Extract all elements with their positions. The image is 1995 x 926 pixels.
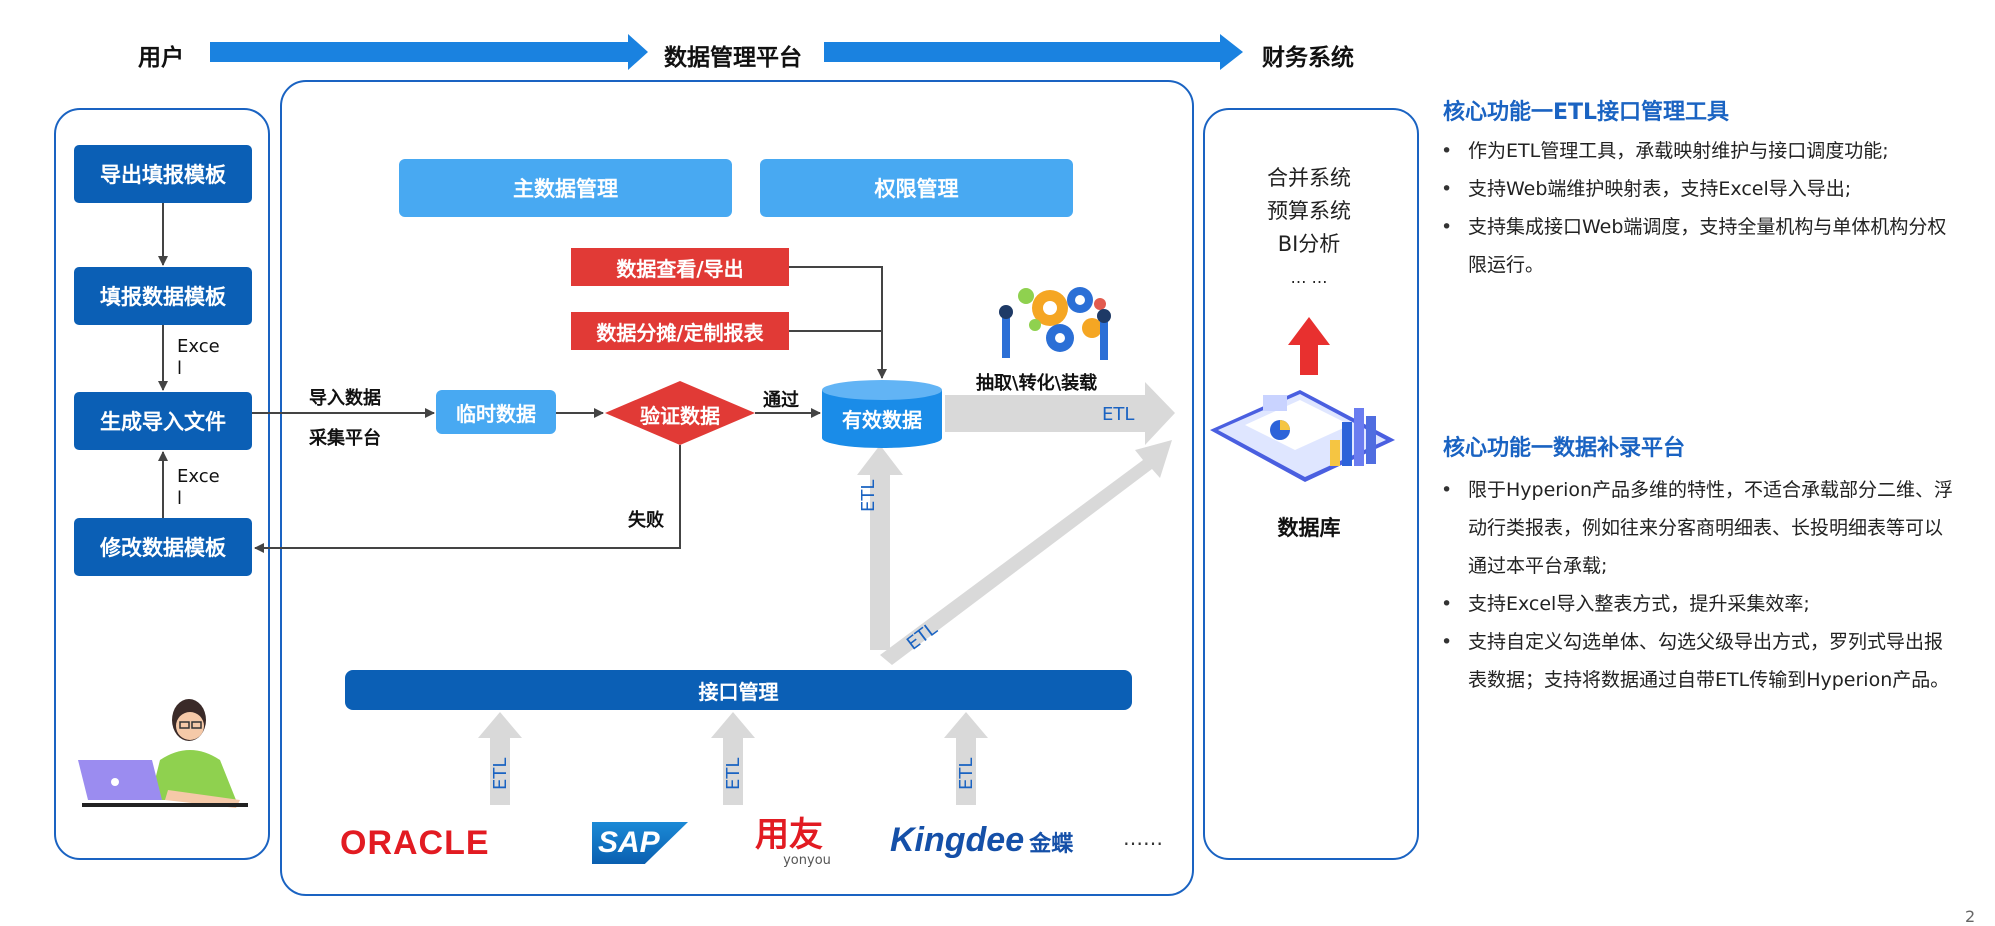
import-data-label: 导入数据 xyxy=(309,388,381,409)
system-more: … … xyxy=(1290,268,1328,287)
valid-data-cylinder xyxy=(822,380,942,448)
validate-diamond xyxy=(605,381,755,445)
step-generate-file[interactable]: 生成导入文件 xyxy=(74,392,252,450)
section2-bullet: 支持Excel导入整表方式，提升采集效率; xyxy=(1437,585,1957,623)
oracle-logo: ORACLE xyxy=(340,824,490,862)
arrow-view-to-valid xyxy=(789,266,887,379)
page-number: 2 xyxy=(1965,907,1976,926)
header-platform: 数据管理平台 xyxy=(664,45,802,71)
interface-management-bar[interactable]: 接口管理 xyxy=(345,670,1132,710)
kingdee-logo-cn: 金蝶 xyxy=(1029,832,1074,857)
etl-arrow-up xyxy=(857,445,903,650)
fail-label: 失败 xyxy=(628,510,664,531)
etl-label-right: ETL xyxy=(1102,404,1135,425)
extract-transform-load-label: 抽取\转化\装载 xyxy=(976,373,1098,394)
etl-gears-icon xyxy=(999,287,1111,360)
database-label: 数据库 xyxy=(1277,516,1341,540)
system-consolidation: 合并系统 xyxy=(1267,166,1351,190)
red-up-arrow-icon xyxy=(1288,317,1330,375)
system-bi: BI分析 xyxy=(1277,232,1341,256)
valid-data-label[interactable]: 有效数据 xyxy=(842,408,922,432)
finance-panel xyxy=(1203,108,1419,860)
view-export-button[interactable]: 数据查看/导出 xyxy=(571,248,789,286)
header-arrow-2 xyxy=(824,34,1243,70)
arrow-fail-to-modify xyxy=(254,445,681,553)
database-illustration-icon xyxy=(1210,390,1395,482)
sap-logo-text: SAP xyxy=(598,826,660,859)
pass-label: 通过 xyxy=(763,390,799,411)
yonyou-logo-cn: 用友 xyxy=(755,815,823,855)
permission-button[interactable]: 权限管理 xyxy=(760,159,1073,217)
header-finance: 财务系统 xyxy=(1262,45,1354,71)
step-modify-template[interactable]: 修改数据模板 xyxy=(74,518,252,576)
section2-title: 核心功能一数据补录平台 xyxy=(1443,436,1686,461)
section2-bullet: 支持自定义勾选单体、勾选父级导出方式，罗列式导出报表数据；支持将数据通过自带ET… xyxy=(1437,623,1957,699)
etl-arrow-right xyxy=(945,382,1175,445)
excel-label-2: Exce l xyxy=(177,466,220,509)
validate-label[interactable]: 验证数据 xyxy=(640,404,720,428)
header-arrow-1 xyxy=(210,34,648,70)
etl-arrow-diagonal xyxy=(880,440,1172,665)
step-export-template[interactable]: 导出填报模板 xyxy=(74,145,252,203)
more-logos-ellipsis: …… xyxy=(1123,826,1163,850)
header-user: 用户 xyxy=(138,45,184,71)
person-laptop-icon xyxy=(78,699,248,808)
master-data-button[interactable]: 主数据管理 xyxy=(399,159,732,217)
etl-arrow-source-3 xyxy=(944,712,988,805)
yonyou-logo-en: yonyou xyxy=(783,853,831,868)
collect-platform-label: 采集平台 xyxy=(309,428,381,449)
temp-data-box[interactable]: 临时数据 xyxy=(436,390,556,434)
etl-arrow-source-1 xyxy=(478,712,522,805)
excel-label-1: Exce l xyxy=(177,336,220,379)
yonyou-logo: 用友 yonyou xyxy=(744,816,834,871)
section1-bullets: 作为ETL管理工具，承载映射维护与接口调度功能; 支持Web端维护映射表，支持E… xyxy=(1437,132,1957,284)
section2-bullets: 限于Hyperion产品多维的特性，不适合承载部分二维、浮动行类报表，例如往来分… xyxy=(1437,471,1957,699)
section2-bullet: 限于Hyperion产品多维的特性，不适合承载部分二维、浮动行类报表，例如往来分… xyxy=(1437,471,1957,585)
kingdee-logo: Kingdee 金蝶 xyxy=(890,821,1073,860)
finance-systems-list: 合并系统 预算系统 BI分析 … … xyxy=(1205,162,1413,294)
section1-title: 核心功能一ETL接口管理工具 xyxy=(1443,100,1730,125)
section1-bullet: 支持集成接口Web端调度，支持全量机构与单体机构分权限运行。 xyxy=(1437,208,1957,284)
etl-arrow-source-2 xyxy=(711,712,755,805)
system-budget: 预算系统 xyxy=(1267,199,1351,223)
allocation-report-button[interactable]: 数据分摊/定制报表 xyxy=(571,312,789,350)
section1-bullet: 作为ETL管理工具，承载映射维护与接口调度功能; xyxy=(1437,132,1957,170)
section1-bullet: 支持Web端维护映射表，支持Excel导入导出; xyxy=(1437,170,1957,208)
kingdee-logo-text: Kingdee xyxy=(890,821,1025,859)
step-fill-template[interactable]: 填报数据模板 xyxy=(74,267,252,325)
